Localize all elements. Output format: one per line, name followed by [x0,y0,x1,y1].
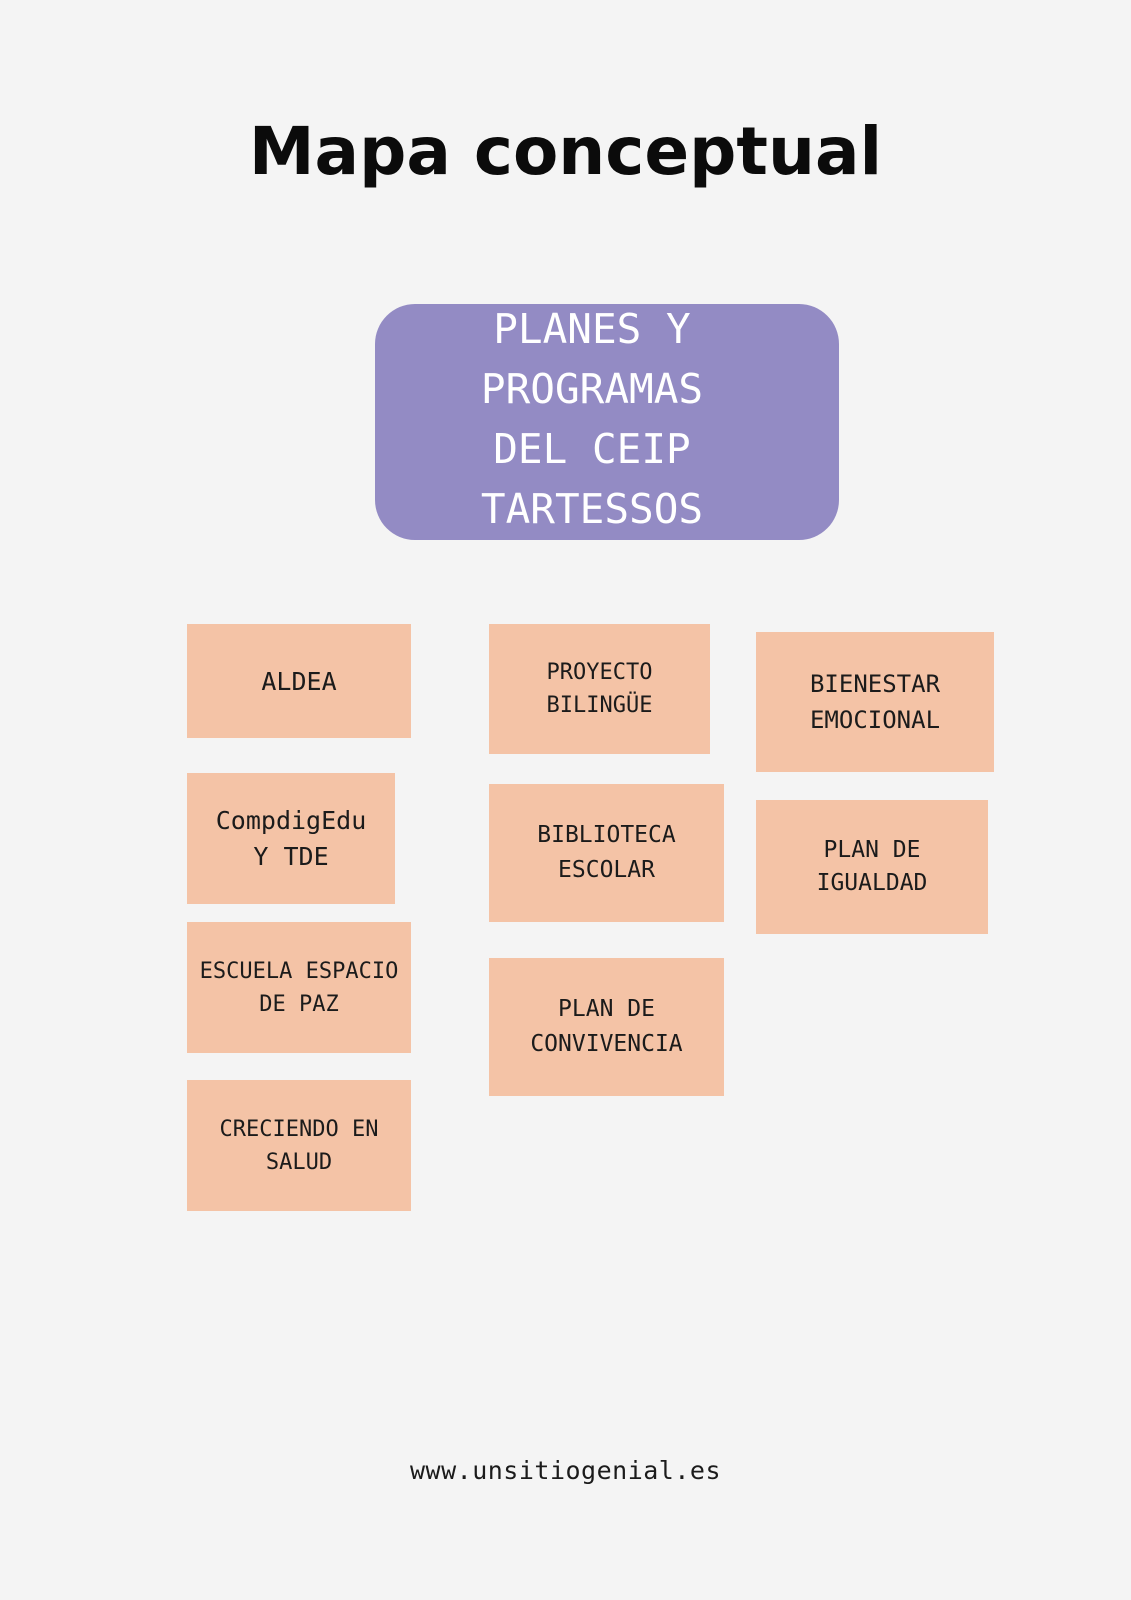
program-label-escuela-paz: ESCUELA ESPACIO DE PAZ [199,958,399,1017]
program-box-compdigedu: CompdigEdu Y TDE [187,773,395,904]
footer-url: www.unsitiogenial.es [409,1456,722,1485]
program-box-creciendo-salud: CRECIENDO EN SALUD [187,1080,411,1211]
program-label-igualdad: PLAN DE IGUALDAD [816,837,928,896]
program-box-aldea: ALDEA [187,624,411,738]
program-box-proyecto-bilingue: PROYECTO BILINGÜE [489,624,710,754]
program-label-proyecto-bilingue: PROYECTO BILINGÜE [546,660,653,718]
program-label-aldea: ALDEA [261,666,337,696]
program-box-bienestar: BIENESTAR EMOCIONAL [756,632,994,772]
program-box-igualdad: PLAN DE IGUALDAD [756,800,988,934]
central-concept-label: PLANES Y PROGRAMAS DEL CEIP TARTESSOS [480,305,704,533]
program-box-biblioteca: BIBLIOTECA ESCOLAR [489,784,724,922]
program-label-bienestar: BIENESTAR EMOCIONAL [809,670,941,734]
program-label-convivencia: PLAN DE CONVIVENCIA [530,996,683,1057]
central-concept-box: PLANES Y PROGRAMAS DEL CEIP TARTESSOS [375,304,839,540]
program-box-escuela-paz: ESCUELA ESPACIO DE PAZ [187,922,411,1053]
program-label-biblioteca: BIBLIOTECA ESCOLAR [537,822,676,883]
program-label-compdigedu: CompdigEdu Y TDE [215,805,367,871]
page-title: Mapa conceptual [248,113,883,190]
program-label-creciendo-salud: CRECIENDO EN SALUD [219,1116,379,1175]
program-box-convivencia: PLAN DE CONVIVENCIA [489,958,724,1096]
